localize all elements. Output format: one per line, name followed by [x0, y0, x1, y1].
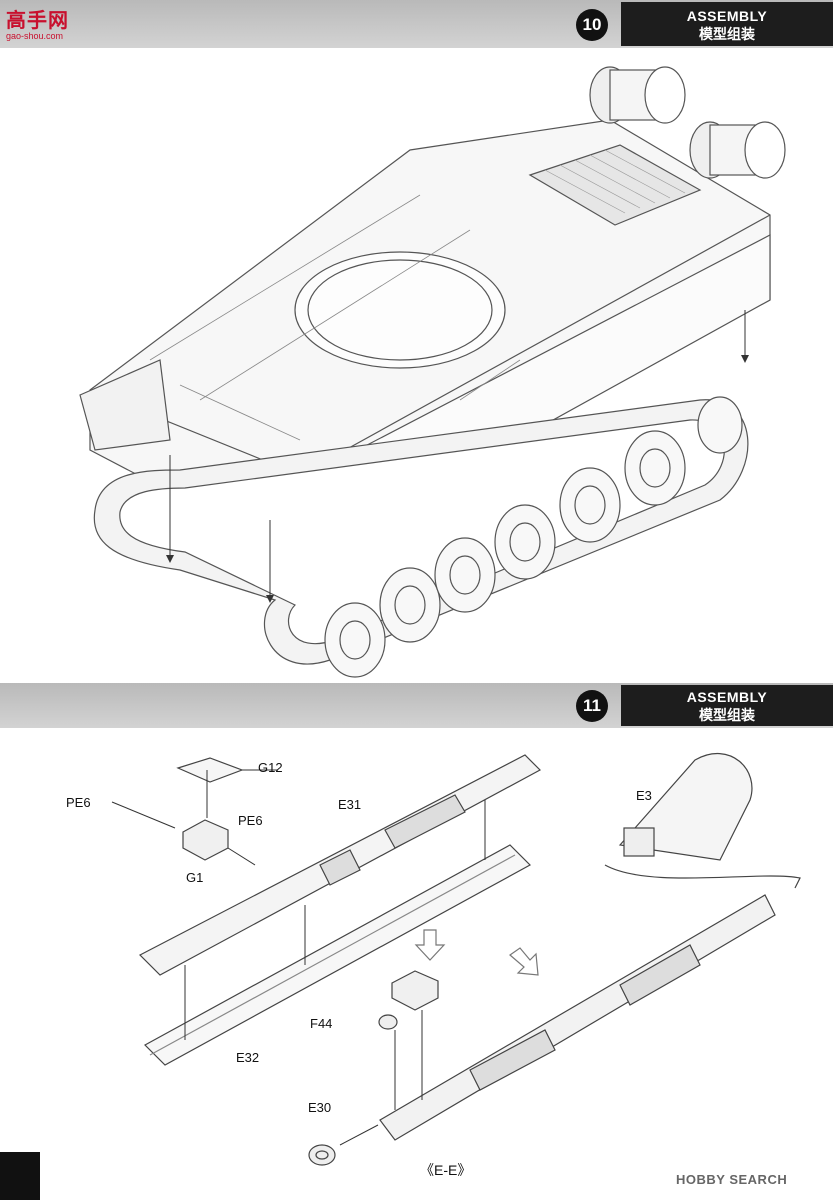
step-10-header: 高手网 gao-shou.com 10 ASSEMBLY 模型组装	[0, 0, 833, 48]
step-10-title-en: ASSEMBLY	[686, 8, 768, 24]
watermark: HOBBY SEARCH	[676, 1172, 788, 1187]
step-10-title: ASSEMBLY 模型组装	[621, 2, 833, 46]
step-10-number: 10	[576, 9, 608, 41]
label-pe6-right: PE6	[238, 813, 263, 828]
page-corner-block	[0, 1152, 40, 1200]
label-g1: G1	[186, 870, 204, 885]
site-logo: 高手网 gao-shou.com	[6, 4, 69, 41]
label-e3: E3	[636, 788, 652, 803]
step-11-title-en: ASSEMBLY	[686, 689, 768, 705]
label-e31: E31	[338, 797, 362, 812]
label-f44: F44	[310, 1016, 333, 1031]
logo-text: 高手网	[6, 10, 69, 32]
label-e30: E30	[308, 1100, 332, 1115]
label-e32: E32	[236, 1050, 260, 1065]
step-11-title: ASSEMBLY 模型组装	[621, 685, 833, 726]
step-11-number: 11	[576, 690, 608, 722]
step-11-drawing	[111, 753, 801, 1166]
step-10-drawing	[79, 66, 786, 678]
step-11-title-zh: 模型组装	[699, 707, 755, 723]
label-pe6-left: PE6	[66, 795, 91, 810]
label-g12: G12	[258, 760, 283, 775]
step-11-header: ASSEMBLY 模型组装	[0, 683, 833, 728]
view-caption: 《E-E》	[420, 1162, 472, 1178]
step-10-title-zh: 模型组装	[699, 26, 755, 42]
logo-subtext: gao-shou.com	[6, 31, 64, 41]
